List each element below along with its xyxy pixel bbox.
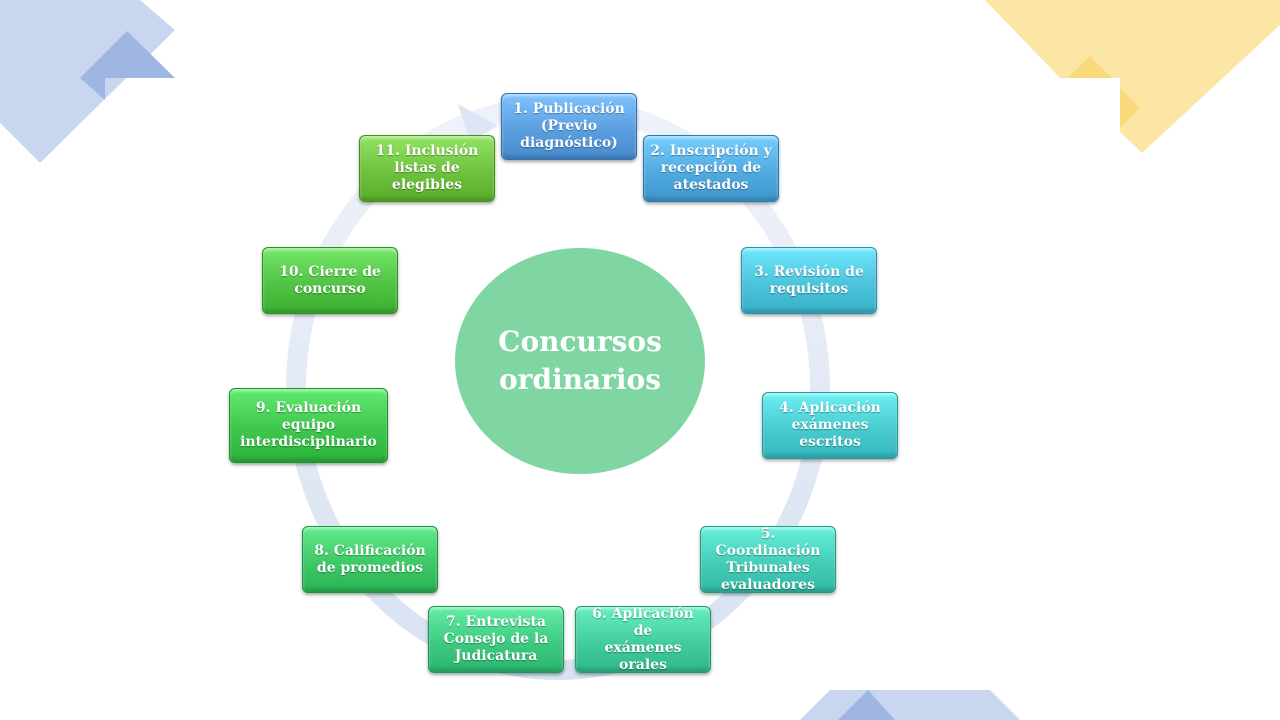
step-10-cierre-concurso: 10. Cierre de concurso bbox=[262, 247, 398, 314]
center-circle: Concursos ordinarios bbox=[455, 248, 705, 474]
top-left-decoration bbox=[0, 0, 175, 163]
step-7-entrevista-consejo: 7. Entrevista Consejo de la Judicatura bbox=[428, 606, 564, 673]
bottom-decoration bbox=[800, 690, 1020, 720]
center-label: Concursos ordinarios bbox=[498, 325, 662, 396]
ring-arrowhead bbox=[458, 104, 498, 142]
step-4-examenes-escritos: 4. Aplicación exámenes escritos bbox=[762, 392, 898, 459]
step-6-examenes-orales: 6. Aplicación de exámenes orales bbox=[575, 606, 711, 673]
top-right-decoration bbox=[985, 0, 1280, 153]
step-8-calificacion-promedios: 8. Calificación de promedios bbox=[302, 526, 438, 593]
step-9-evaluacion-equipo: 9. Evaluación equipo interdisciplinario bbox=[229, 388, 388, 463]
step-1-publicacion: 1. Publicación (Previo diagnóstico) bbox=[501, 93, 637, 160]
step-11-inclusion-listas: 11. Inclusión listas de elegibles bbox=[359, 135, 495, 202]
step-3-revision-requisitos: 3. Revisión de requisitos bbox=[741, 247, 877, 314]
step-2-inscripcion: 2. Inscripción y recepción de atestados bbox=[643, 135, 779, 202]
step-5-coordinacion-tribunales: 5. Coordinación Tribunales evaluadores bbox=[700, 526, 836, 593]
